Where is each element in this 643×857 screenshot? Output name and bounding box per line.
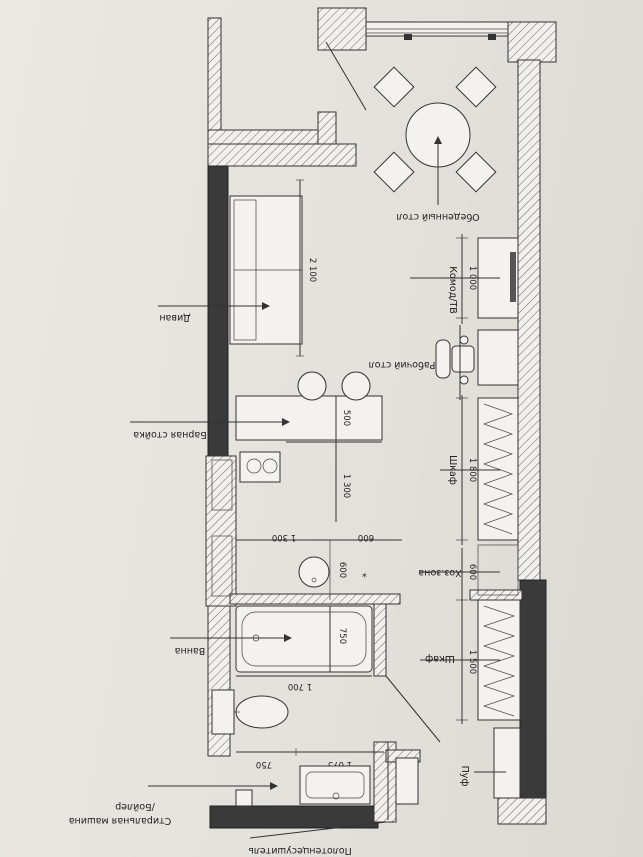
dining-group [373,66,497,205]
wardrobe-2-group [420,596,521,724]
chair-3 [373,151,415,193]
hh-zone-group [420,544,519,600]
wall-right-dark [519,579,547,799]
dim-wardrobe2: 1 500 [467,650,477,674]
bath-partition-right [373,603,387,677]
wardrobe-1-group [440,395,519,545]
label-towel-warmer: Полотенцесушитель [248,845,352,856]
balcony-door-swing [325,41,367,111]
towel-leader [249,821,387,839]
label-washer-2: /Бойлер [115,801,155,812]
room-wall-top-left [207,143,357,167]
hob [239,451,281,483]
label-bathtub: Ванна [175,645,206,656]
dim-bath-len: 1 700 [288,681,312,691]
dim-sink-w3: 600 [337,562,347,578]
bar-group [130,371,383,522]
wall-kitchen-left [205,455,237,607]
asterisk-mark: * [362,572,367,583]
chair-2 [455,66,497,108]
kitchen-group [211,451,402,600]
dim-wardrobe1: 1 800 [467,458,477,482]
sofa-group [158,179,304,357]
dresser-group [410,234,519,324]
dim-dresser: 1 000 [467,266,477,290]
label-washer-1: Стиральная машина [69,815,172,826]
window-pier-left [317,7,367,51]
bath-partition-top [229,593,401,605]
desk-chair [451,345,475,373]
dim-sink-w2: 600 [358,532,374,542]
washer-small [235,789,253,807]
dim-hh-zone: 600 [467,564,477,580]
wc-bowl [235,695,289,729]
chair-4 [455,151,497,193]
chair-1 [373,66,415,108]
label-work-desk: Рабочий стол [369,359,436,370]
towel-warmer [395,757,419,805]
bar-counter [235,395,383,441]
walls [205,7,557,829]
sink [298,556,330,588]
label-dining-table: Обеденный стол [396,211,479,222]
wc-group [211,689,384,756]
pouf-group [474,727,521,799]
label-dresser-tv: Комод/ТВ [447,266,458,314]
bar-stool-2 [341,371,371,401]
label-pouf: Пуф [459,766,470,787]
dim-bath-w: 750 [337,628,347,644]
balcony-wall-corner [317,111,337,145]
dim-wc-w: 750 [256,759,272,769]
desk-group [435,325,519,400]
window-handle-2 [488,34,496,40]
wall-bottom-dark [209,805,379,829]
label-household-zone: Хоз.зона [418,567,461,578]
tv [510,252,516,302]
work-desk [477,329,519,386]
balcony-wall-bottom [207,129,337,145]
label-sofa: Диван [159,312,190,323]
dim-bar-depth: 500 [341,410,351,426]
washer-group [148,742,419,839]
bathtub [235,605,373,673]
window-handle [404,34,412,40]
label-wardrobe-1: Шкаф [447,455,458,485]
exterior-wall-left [207,165,229,457]
window-pier-right [507,21,557,63]
label-wardrobe-2: Шкаф [425,653,455,664]
dim-bar-len: 1 300 [341,474,351,498]
bath-group [170,605,373,677]
dim-sofa: 2 100 [307,258,317,282]
wc-cistern [211,689,235,735]
pouf [493,727,521,799]
wall-right-bottom [497,797,547,825]
bath-door-swing [385,675,441,743]
label-bar-counter: Барная стойка [133,429,206,440]
dim-sink-w1: 1 300 [272,532,296,542]
wall-right-upper [517,59,541,581]
bar-stool-1 [297,371,327,401]
dim-wc-len: 1 075 [328,759,352,769]
